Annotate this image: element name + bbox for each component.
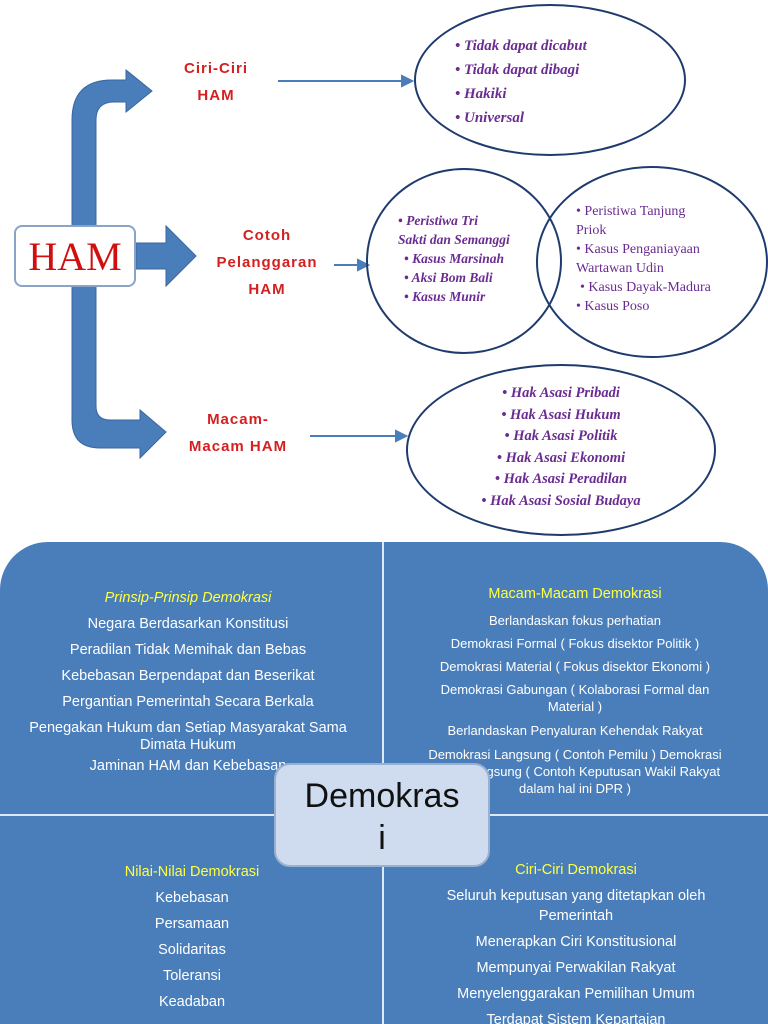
list-item: • Tidak dapat dibagi — [455, 62, 580, 78]
list-item: • Hak Asasi Hukum — [501, 406, 621, 423]
list-item: Persamaan — [154, 916, 230, 932]
list-item: Menerapkan Ciri Konstitusional — [475, 934, 677, 950]
arrow-to-ciri — [71, 68, 153, 229]
connector-contoh-head — [357, 258, 371, 272]
label-contoh-line: HAM — [248, 281, 286, 298]
quad-title: Macam-Macam Demokrasi — [488, 586, 662, 602]
label-macam-ham: Macam- Macam HAM — [178, 406, 298, 460]
label-ciri-line: Ciri-Ciri — [183, 60, 248, 77]
list-item: Menyelenggarakan Pemilihan Umum — [457, 986, 695, 1002]
label-contoh-line: Cotoh — [242, 227, 292, 244]
list-macam-ham: • Hak Asasi Pribadi • Hak Asasi Hukum • … — [406, 383, 716, 513]
list-item: Demokrasi Gabungan ( Kolaborasi Formal d… — [440, 682, 710, 697]
list-item: Pergantian Pemerintah Secara Berkala — [62, 694, 314, 710]
list-item: Tidak Langsung ( Contoh Keputusan Wakil … — [429, 764, 721, 779]
list-item: • Kasus Marsinah — [404, 251, 505, 266]
list-item: • Hak Asasi Ekonomi — [496, 449, 626, 466]
quad-macam: Macam-Macam Demokrasi Berlandaskan fokus… — [390, 586, 760, 797]
list-item: • Hak Asasi Pribadi — [502, 385, 620, 401]
demokrasi-center-box: Demokras i — [274, 763, 490, 867]
list-item: Demokrasi Langsung ( Contoh Pemilu ) Dem… — [428, 747, 722, 762]
arrow-to-macam — [71, 285, 167, 460]
list-item: • Tidak dapat dicabut — [455, 38, 587, 54]
quad-title: Prinsip-Prinsip Demokrasi — [104, 590, 272, 606]
list-item: Pemerintah — [538, 908, 614, 924]
oval-contoh-right — [536, 166, 768, 358]
list-contoh-left: • Peristiwa Tri Sakti dan Semanggi • Kas… — [398, 211, 510, 306]
list-item: Sakti dan Semanggi — [398, 232, 510, 247]
center-title-line: Demokras — [304, 777, 460, 815]
list-item: Berlandaskan Penyaluran Kehendak Rakyat — [447, 723, 703, 738]
list-item: Berlandaskan fokus perhatian — [488, 613, 661, 628]
label-contoh-pelanggaran: Cotoh Pelanggaran HAM — [202, 222, 332, 303]
connector-macam-head — [395, 429, 409, 443]
oval-ciri-ham — [414, 4, 686, 156]
list-item: Keadaban — [158, 994, 226, 1010]
label-ciri-ham: Ciri-Ciri HAM — [176, 55, 256, 109]
list-item: • Aksi Bom Bali — [404, 270, 493, 285]
list-item: Jaminan HAM dan Kebebasan — [89, 758, 287, 774]
center-title-line: i — [378, 819, 386, 857]
label-macam-line: Macam HAM — [188, 438, 288, 455]
list-item: • Hak Asasi Peradilan — [494, 471, 628, 488]
list-item: • Peristiwa Tri — [398, 213, 478, 228]
list-item: Terdapat Sistem Kepartaian — [486, 1012, 666, 1024]
connector-ciri-head — [401, 74, 415, 88]
list-item: • Peristiwa Tanjung — [576, 204, 686, 219]
list-item: • Kasus Penganiayaan — [576, 242, 700, 257]
list-item: Priok — [576, 223, 607, 238]
quad-title: Nilai-Nilai Demokrasi — [124, 864, 260, 880]
list-item: Kebebasan Berpendapat dan Beserikat — [61, 668, 315, 684]
list-contoh-right: • Peristiwa Tanjung Priok • Kasus Pengan… — [576, 202, 711, 316]
list-item: • Hak Asasi Politik — [504, 428, 618, 445]
list-item: Mempunyai Perwakilan Rakyat — [476, 960, 676, 976]
list-item: Kebebasan — [155, 890, 229, 906]
list-item: Penegakan Hukum dan Setiap Masyarakat Sa… — [29, 720, 347, 736]
list-item: Wartawan Udin — [576, 261, 664, 276]
quad-nilai: Nilai-Nilai Demokrasi Kebebasan Persamaa… — [0, 864, 384, 1011]
list-item: Peradilan Tidak Memihak dan Bebas — [69, 642, 307, 658]
list-item: dalam hal ini DPR ) — [519, 781, 631, 796]
list-item: • Hak Asasi Sosial Budaya — [481, 492, 641, 509]
list-item: • Kasus Poso — [576, 299, 650, 314]
label-macam-line: Macam- — [207, 411, 269, 428]
list-item: Demokrasi Formal ( Fokus disektor Politi… — [450, 636, 700, 651]
label-contoh-line: Pelanggaran — [216, 254, 318, 271]
list-item: • Universal — [455, 110, 525, 126]
list-item: Toleransi — [162, 968, 222, 984]
list-item: Solidaritas — [158, 942, 226, 958]
quad-prinsip: Prinsip-Prinsip Demokrasi Negara Berdasa… — [0, 590, 376, 775]
list-item: Demokrasi Material ( Fokus disektor Ekon… — [439, 659, 711, 674]
label-ciri-line: HAM — [197, 87, 235, 104]
list-item: Material ) — [547, 699, 603, 714]
list-item: • Hakiki — [455, 86, 507, 102]
ham-title: HAM — [28, 233, 122, 279]
arrow-to-contoh — [135, 224, 197, 288]
list-item: Dimata Hukum — [140, 737, 236, 753]
list-ciri-ham: • Tidak dapat dicabut • Tidak dapat diba… — [455, 34, 587, 130]
list-item: Negara Berdasarkan Konstitusi — [87, 616, 289, 632]
list-item: • Kasus Munir — [404, 289, 486, 304]
oval-macam-ham — [406, 364, 716, 536]
quad-title: Ciri-Ciri Demokrasi — [515, 862, 637, 878]
quad-ciri: Ciri-Ciri Demokrasi Seluruh keputusan ya… — [384, 862, 768, 1024]
list-item: • Kasus Dayak-Madura — [580, 280, 711, 295]
list-item: Seluruh keputusan yang ditetapkan oleh — [446, 888, 706, 904]
arrow-layer — [71, 68, 415, 460]
ham-title-box: HAM — [14, 225, 136, 287]
